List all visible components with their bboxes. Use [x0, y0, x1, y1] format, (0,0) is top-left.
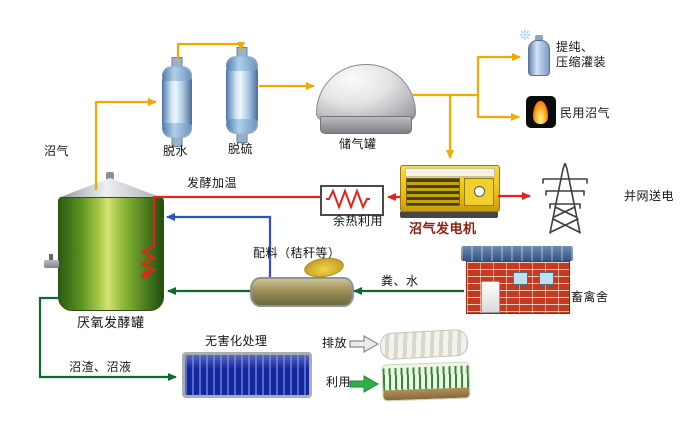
generator-base	[400, 211, 498, 218]
house-door	[481, 281, 500, 313]
label-gas-tank: 储气罐	[339, 137, 377, 151]
discharge-arrow	[349, 334, 380, 354]
waste-heat-exchanger	[320, 185, 384, 216]
tower-graphic	[542, 160, 588, 234]
discharged-sludge-photo	[379, 328, 469, 361]
label-civil-gas: 民用沼气	[560, 106, 611, 120]
label-residue: 沼渣、沼液	[69, 360, 132, 374]
house-window	[513, 272, 528, 285]
power-tower-icon	[538, 160, 592, 234]
cylinder-body	[528, 40, 550, 76]
label-generator: 沼气发电机	[409, 222, 477, 237]
use-arrow	[349, 375, 380, 393]
seedling-tray-photo	[381, 361, 471, 402]
label-biogas: 沼气	[44, 144, 70, 158]
label-ferment-heat: 发酵加温	[187, 176, 238, 190]
cylinder-neck	[535, 35, 543, 41]
label-desulfur: 脱硫	[228, 142, 254, 156]
label-digester: 厌氧发酵罐	[77, 316, 145, 331]
gas-storage-tank	[316, 64, 416, 134]
house-brick-wall	[466, 261, 570, 314]
generator-panel	[464, 178, 494, 206]
mixing-pool	[250, 277, 354, 307]
livestock-house	[461, 246, 573, 314]
label-ingredients: 配料（秸秆等）	[253, 246, 341, 260]
column-bottom-cap	[162, 123, 192, 138]
house-roof	[461, 246, 573, 261]
label-dewater: 脱水	[163, 144, 189, 158]
house-window	[539, 272, 554, 285]
column-bottom-cap	[226, 119, 258, 134]
label-waste-heat: 余热利用	[333, 214, 384, 228]
desulfur-column	[226, 47, 258, 143]
digester-tank	[44, 172, 164, 312]
label-livestock: 畜禽舍	[571, 290, 609, 304]
label-grid: 并网送电	[624, 189, 675, 203]
heat-line-coil-to-digester	[152, 195, 320, 246]
label-manure-water: 粪、水	[381, 274, 419, 288]
flame-icon	[526, 96, 556, 128]
storage-base	[320, 116, 412, 134]
seedling-soil	[383, 387, 470, 401]
sparkle-icon: ❊	[519, 28, 531, 44]
gas-line-to-civil	[476, 95, 520, 121]
treatment-pool	[182, 352, 312, 398]
digester-roof	[58, 178, 162, 198]
digester-valve	[44, 260, 59, 268]
label-discharge: 排放	[322, 336, 348, 350]
column-top-cap	[226, 56, 258, 71]
gas-line-digester-to-dewater	[94, 98, 157, 190]
dewater-column	[162, 57, 192, 147]
generator-body	[400, 165, 500, 212]
generator-nameplate	[405, 168, 495, 177]
digester-body	[58, 197, 164, 311]
column-top-cap	[162, 66, 192, 81]
gas-cylinder-icon: ❊	[519, 29, 550, 76]
generator-grille	[406, 178, 460, 206]
flame-shape	[533, 101, 548, 124]
gas-line-to-purify	[476, 53, 521, 95]
biogas-generator	[400, 164, 500, 218]
generator-dial	[474, 186, 485, 197]
label-purify: 提纯、 压缩灌装	[556, 40, 607, 69]
storage-dome	[316, 64, 416, 121]
label-harmless: 无害化处理	[205, 334, 268, 348]
digester-valve-handle	[49, 254, 53, 261]
label-use: 利用	[326, 375, 352, 389]
seedling-rows	[382, 365, 470, 391]
